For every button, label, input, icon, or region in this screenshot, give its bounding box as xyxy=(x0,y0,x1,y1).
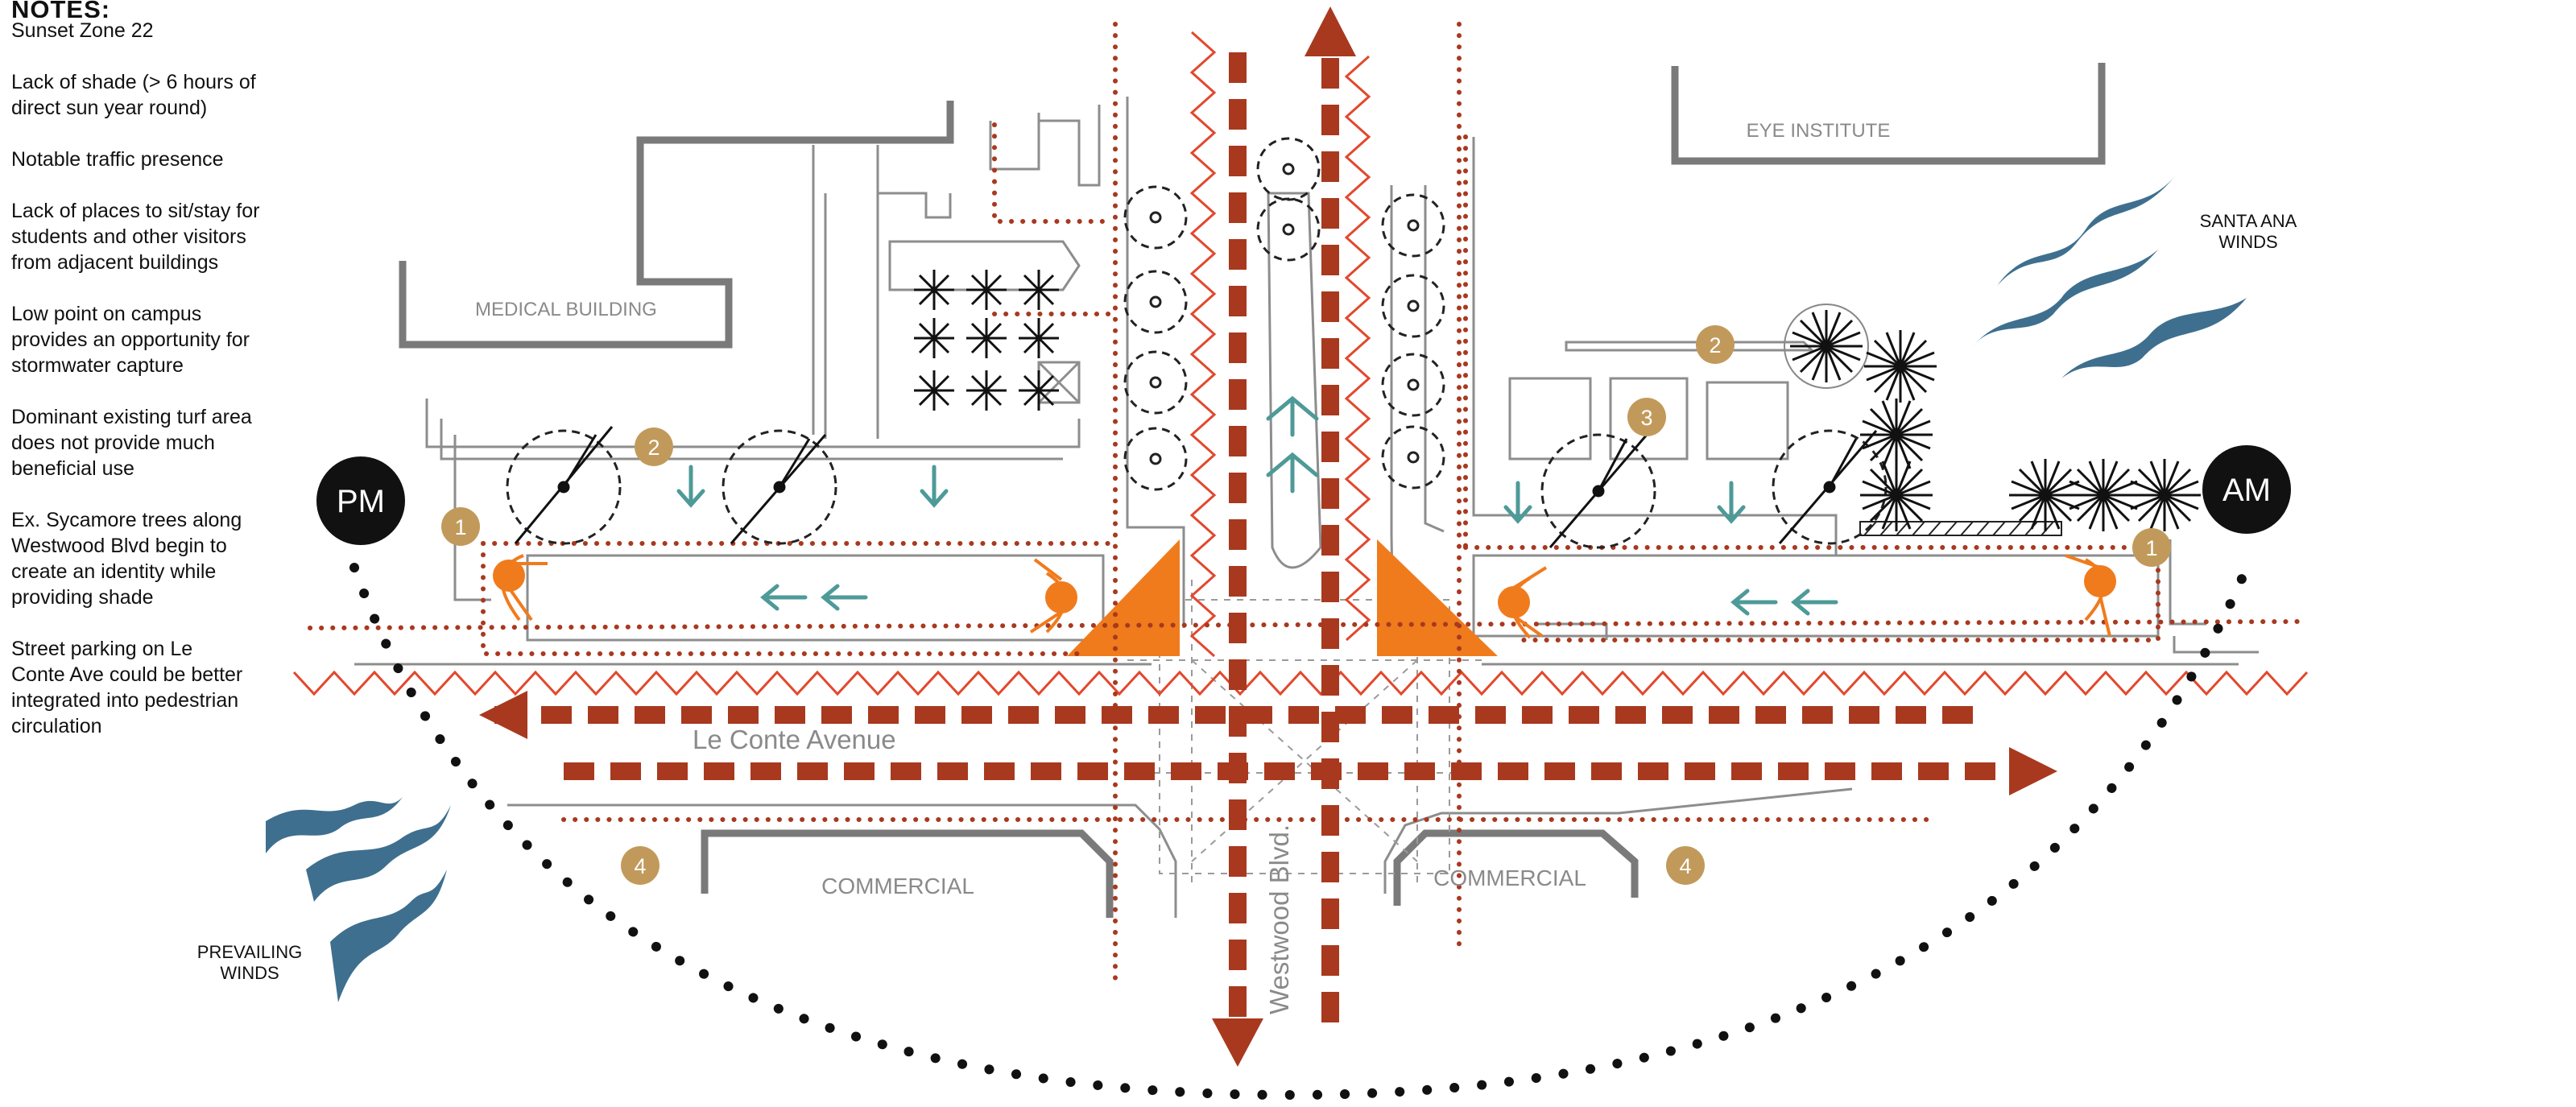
note-line: students and other visitors xyxy=(11,225,246,248)
marker-number: 2 xyxy=(647,436,660,460)
pedestrian-paths xyxy=(308,22,2305,985)
pedestrian-conflict-right xyxy=(1377,539,1498,656)
paving-strip xyxy=(1859,521,2062,536)
note-line: Lack of shade (> 6 hours of xyxy=(11,71,256,93)
marker-number: 4 xyxy=(1679,854,1691,878)
note-line: create an identity while xyxy=(11,560,217,583)
marker-number: 4 xyxy=(634,854,646,878)
arrow-head-south xyxy=(1212,1018,1263,1067)
marker-4-left: 4 xyxy=(621,846,660,885)
notes-zone: Sunset Zone 22 xyxy=(11,19,154,42)
circulation-arrowheads xyxy=(479,6,2057,1067)
notes-panel: NOTES: Sunset Zone 22 Lack of shade (> 6… xyxy=(11,0,301,739)
note-line: Dominant existing turf area xyxy=(11,406,252,428)
view-points xyxy=(493,554,2116,639)
marker-1-left: 1 xyxy=(441,507,480,546)
note-line: circulation xyxy=(11,715,102,737)
note-line: Ex. Sycamore trees along xyxy=(11,509,242,531)
commercial-left-label: COMMERCIAL xyxy=(821,874,974,898)
santa-ana-winds-label-1: SANTA ANA xyxy=(2200,211,2297,231)
eye-institute-label: EYE INSTITUTE xyxy=(1747,120,1891,142)
am-marker: AM xyxy=(2202,445,2291,534)
note-line: provides an opportunity for xyxy=(11,328,250,351)
note-line: providing shade xyxy=(11,586,154,609)
sun-path xyxy=(349,563,2251,1101)
zigzag-street-edge xyxy=(292,670,2309,696)
note-line: Lack of places to sit/stay for xyxy=(11,200,260,222)
view-point-icon xyxy=(1029,558,1077,634)
numbered-markers: 1 2 4 2 3 1 4 xyxy=(441,325,2171,885)
vehicle-circulation xyxy=(483,48,1997,1022)
commercial-right-outline xyxy=(1393,829,1639,906)
pm-marker: PM xyxy=(316,456,405,545)
zigzag-east-curb xyxy=(1344,55,1371,642)
marker-number: 3 xyxy=(1640,406,1652,430)
arrow-head-east xyxy=(2009,747,2057,795)
intersection-crosswalk xyxy=(1127,580,1482,886)
prevailing-winds-label-1: PREVAILING xyxy=(197,942,302,962)
note-line: does not provide much xyxy=(11,432,215,454)
marker-4-right: 4 xyxy=(1666,846,1705,885)
street-trees xyxy=(506,137,1888,549)
note-line: direct sun year round) xyxy=(11,97,208,119)
note-line: stormwater capture xyxy=(11,354,184,377)
buildings xyxy=(399,63,2106,918)
am-label: AM xyxy=(2222,473,2271,508)
marker-number: 2 xyxy=(1709,333,1721,357)
commercial-right-label: COMMERCIAL xyxy=(1433,865,1586,890)
pedestrian-conflict-left xyxy=(1067,539,1180,656)
traffic-noise-edges xyxy=(292,31,2309,696)
santa-ana-winds-label-2: WINDS xyxy=(2218,232,2277,252)
commercial-left-outline xyxy=(701,829,1114,918)
notes-heading: NOTES: xyxy=(11,0,111,18)
view-point-icon xyxy=(493,554,548,622)
marker-1-right: 1 xyxy=(2132,528,2171,567)
marker-2-left: 2 xyxy=(635,428,673,466)
map-labels: MEDICAL BUILDING EYE INSTITUTE COMMERCIA… xyxy=(197,120,2297,1014)
marker-number: 1 xyxy=(2145,536,2157,560)
eye-institute-outline xyxy=(1671,63,2106,165)
marker-2-right: 2 xyxy=(1696,325,1735,364)
palm-trees xyxy=(1784,304,2201,531)
notes-list: Lack of shade (> 6 hours of direct sun ye… xyxy=(11,43,301,739)
view-point-icon xyxy=(2065,554,2116,637)
view-point-icon xyxy=(1498,566,1548,639)
median-island xyxy=(1267,192,1322,569)
note-line: Conte Ave could be better xyxy=(11,663,243,686)
le-conte-avenue-label: Le Conte Avenue xyxy=(693,725,896,754)
medical-building-label: MEDICAL BUILDING xyxy=(475,299,657,320)
note-line: integrated into pedestrian xyxy=(11,689,239,712)
note-line: Street parking on Le xyxy=(11,638,193,660)
paving-hatch xyxy=(1863,521,2054,536)
prevailing-winds-icon xyxy=(266,797,451,1002)
marker-3-right: 3 xyxy=(1627,398,1666,436)
courtyard-trees xyxy=(914,270,1059,411)
note-line: from adjacent buildings xyxy=(11,251,219,274)
stormwater-flow-arrows xyxy=(676,395,1838,616)
arrow-head-north xyxy=(1305,6,1356,56)
note-line: beneficial use xyxy=(11,457,134,480)
pm-label: PM xyxy=(337,484,385,519)
marker-number: 1 xyxy=(454,515,466,539)
prevailing-winds-label-2: WINDS xyxy=(220,963,279,983)
arrow-head-west xyxy=(479,691,527,739)
westwood-blvd-label: Westwood Blvd. xyxy=(1264,824,1294,1014)
note-line: Notable traffic presence xyxy=(11,148,224,171)
tree-centers xyxy=(1149,163,1420,465)
medical-building-outline xyxy=(399,101,954,349)
note-line: Low point on campus xyxy=(11,303,202,325)
zigzag-west-curb xyxy=(1189,31,1217,658)
sun-dial-trees xyxy=(514,426,1878,548)
santa-ana-winds-icon xyxy=(1973,177,2247,378)
note-line: Westwood Blvd begin to xyxy=(11,535,227,557)
